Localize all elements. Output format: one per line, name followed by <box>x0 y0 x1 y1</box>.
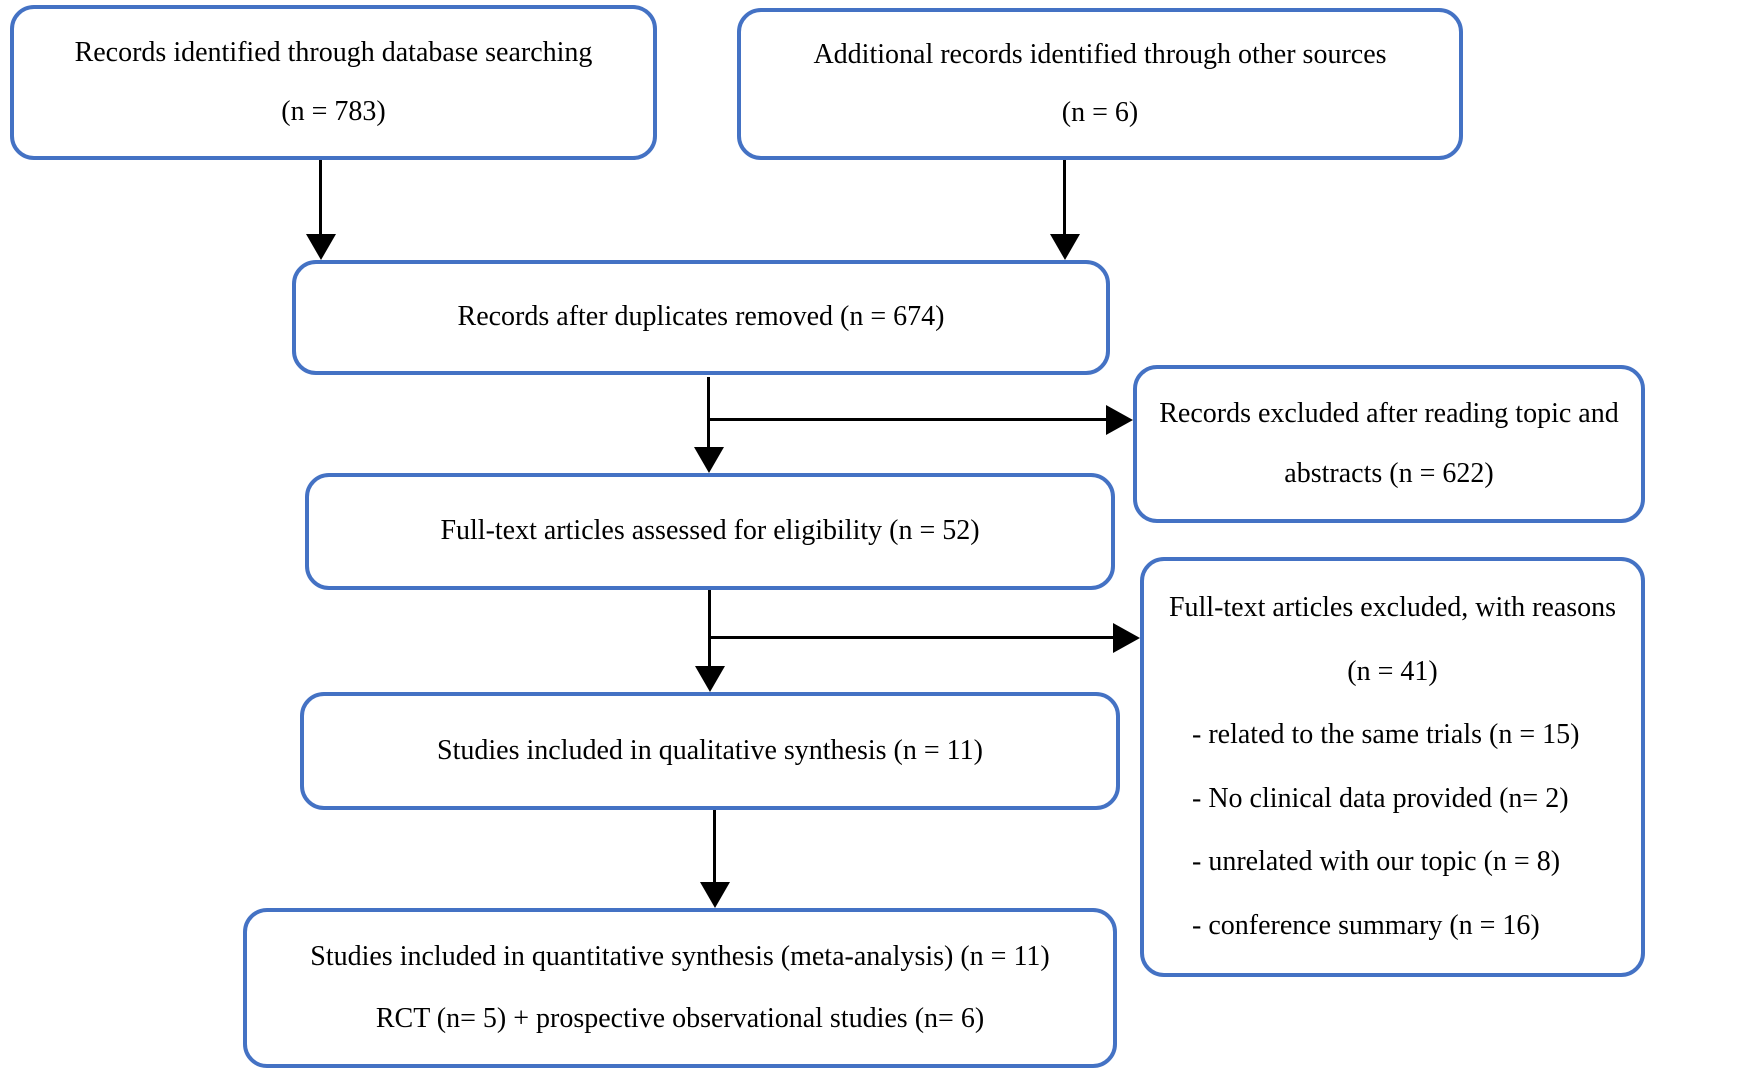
exclusion-reason-item: - related to the same trials (n = 15) <box>1192 719 1580 751</box>
arrow-line <box>708 590 711 668</box>
duplicates-removed-label: Records after duplicates removed (n = 67… <box>457 301 945 333</box>
box-records-excluded-abstracts: Records excluded after reading topic and… <box>1133 365 1645 523</box>
additional-records-count: (n = 6) <box>1061 97 1139 129</box>
arrowhead-down-icon <box>1050 234 1080 260</box>
box-records-identified: Records identified through database sear… <box>10 5 657 160</box>
box-fulltext-assessed: Full-text articles assessed for eligibil… <box>305 473 1115 590</box>
fulltext-excluded-title: Full-text articles excluded, with reason… <box>1168 592 1617 624</box>
fulltext-excluded-count: (n = 41) <box>1347 655 1438 687</box>
box-fulltext-excluded-reasons: Full-text articles excluded, with reason… <box>1140 557 1645 977</box>
arrowhead-down-icon <box>694 447 724 473</box>
arrow-line <box>707 418 1107 421</box>
box-duplicates-removed: Records after duplicates removed (n = 67… <box>292 260 1110 375</box>
quantitative-synthesis-label: Studies included in quantitative synthes… <box>310 941 1050 973</box>
exclusion-reason-item: - No clinical data provided (n= 2) <box>1192 782 1569 814</box>
arrowhead-down-icon <box>700 882 730 908</box>
additional-records-label: Additional records identified through ot… <box>813 38 1387 70</box>
arrow-line <box>1063 160 1066 236</box>
box-additional-records: Additional records identified through ot… <box>737 8 1463 160</box>
records-excluded-line2: abstracts (n = 622) <box>1284 458 1494 490</box>
exclusion-reason-item: - unrelated with our topic (n = 8) <box>1192 846 1561 878</box>
exclusion-reason-item: - conference summary (n = 16) <box>1192 909 1540 941</box>
fulltext-assessed-label: Full-text articles assessed for eligibil… <box>440 515 980 547</box>
arrowhead-down-icon <box>306 234 336 260</box>
arrow-line <box>319 160 322 236</box>
quantitative-synthesis-detail: RCT (n= 5) + prospective observational s… <box>375 1002 985 1034</box>
records-identified-count: (n = 783) <box>281 96 386 128</box>
arrow-line <box>708 636 1114 639</box>
records-excluded-line1: Records excluded after reading topic and <box>1159 397 1619 429</box>
records-identified-label: Records identified through database sear… <box>74 36 593 68</box>
arrow-line <box>713 810 716 884</box>
arrow-line <box>707 377 710 449</box>
qualitative-synthesis-label: Studies included in qualitative synthesi… <box>437 734 983 766</box>
box-qualitative-synthesis: Studies included in qualitative synthesi… <box>300 692 1120 810</box>
box-quantitative-synthesis: Studies included in quantitative synthes… <box>243 908 1117 1068</box>
arrowhead-right-icon <box>1113 623 1140 653</box>
arrowhead-right-icon <box>1106 405 1133 435</box>
arrowhead-down-icon <box>695 666 725 692</box>
